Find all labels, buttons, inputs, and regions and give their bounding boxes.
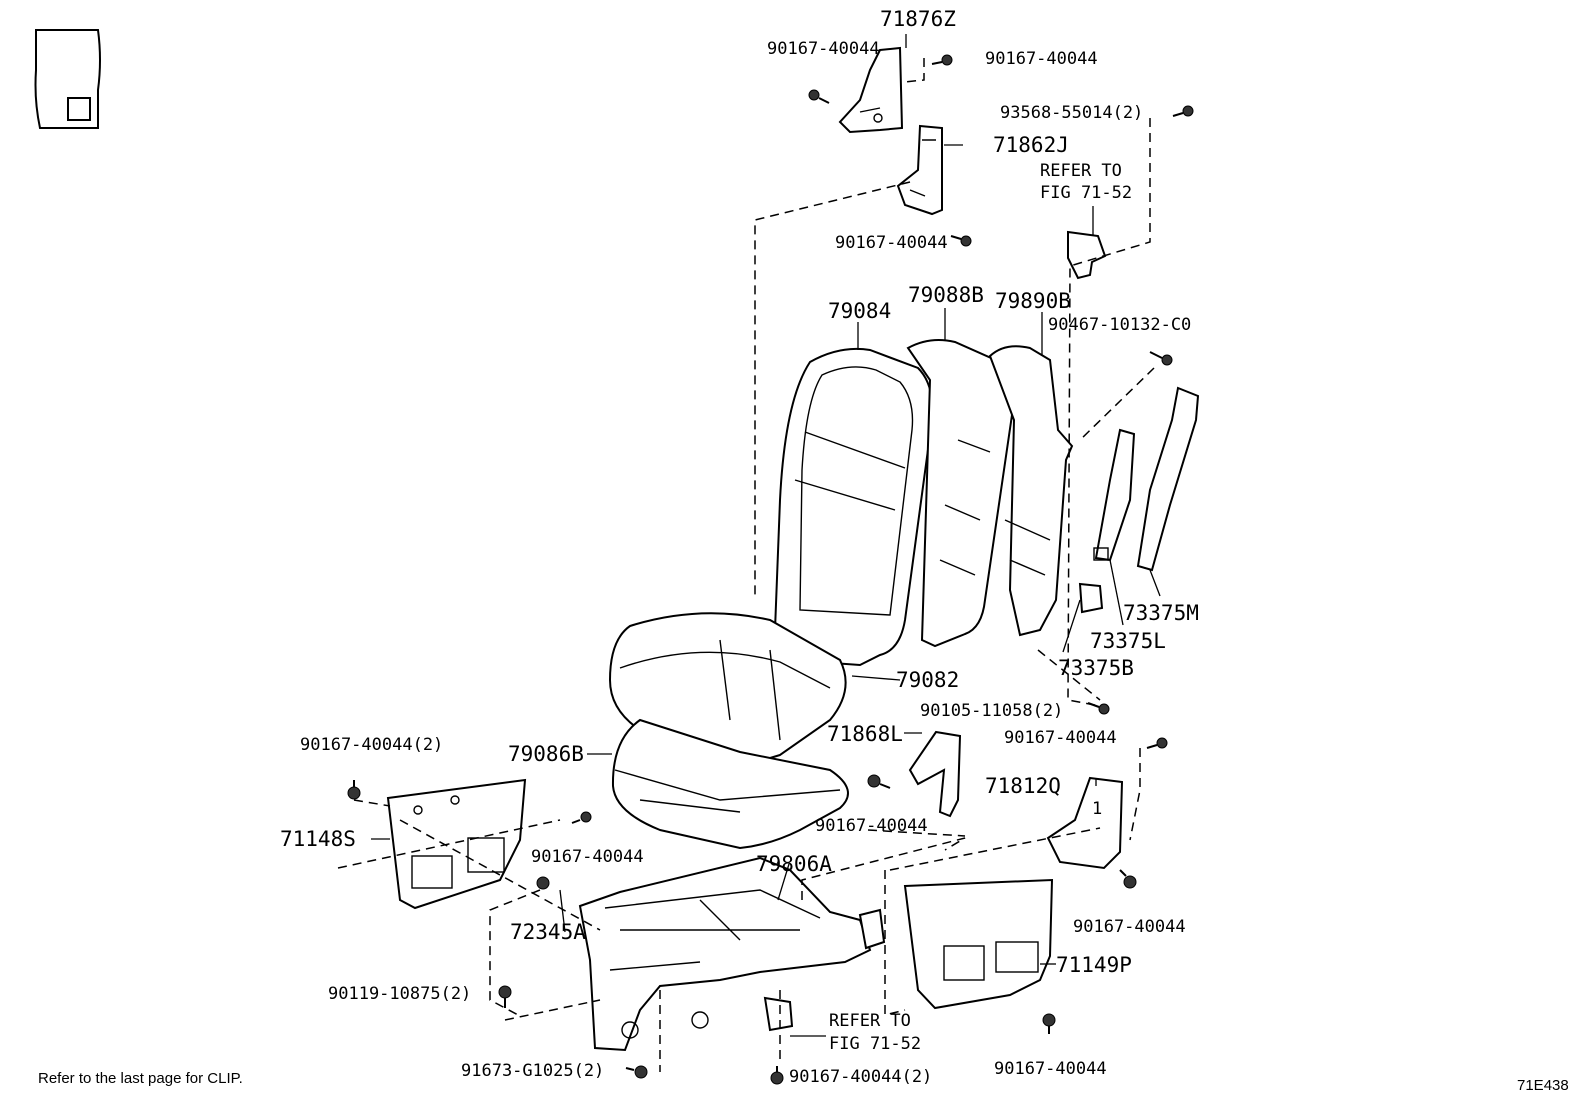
- bolt-icon: [1042, 1013, 1056, 1034]
- part-71148S-side-panel: [386, 778, 527, 910]
- label-90167-40044: 90167-40044: [767, 39, 880, 59]
- part-71868L-bracket: [908, 730, 962, 818]
- label-90167-40044: 90167-40044: [531, 847, 644, 867]
- label-79806A: 79806A: [756, 852, 832, 876]
- callout-number: 1: [1092, 799, 1102, 819]
- label-refer-to: REFER TO: [1040, 161, 1122, 181]
- label-73375L: 73375L: [1090, 629, 1166, 653]
- label-90167-40044-2: 90167-40044(2): [789, 1067, 932, 1087]
- label-79082: 79082: [896, 668, 959, 692]
- label-90119-10875: 90119-10875(2): [328, 984, 471, 1004]
- label-71812Q: 71812Q: [985, 774, 1061, 798]
- bolt-icon: [536, 876, 550, 890]
- label-73375M: 73375M: [1123, 601, 1199, 625]
- part-71876Z-trim: [838, 46, 904, 134]
- label-79890B: 79890B: [995, 289, 1071, 313]
- label-79084: 79084: [828, 299, 891, 323]
- part-73375L-side-trim: [1093, 428, 1136, 562]
- label-71862J: 71862J: [993, 133, 1069, 157]
- label-71868L: 71868L: [827, 722, 903, 746]
- label-79086B: 79086B: [508, 742, 584, 766]
- label-90467-10132-C0: 90467-10132-C0: [1048, 315, 1191, 335]
- bolt-icon: [498, 985, 512, 1008]
- label-fig-71-52: FIG 71-52: [1040, 183, 1132, 203]
- part-79806A-seat-frame: [578, 856, 886, 1052]
- vehicle-locator-icon: [34, 29, 101, 129]
- bolt-icon: [571, 811, 592, 824]
- bolt-icon: [867, 774, 891, 789]
- label-90167-40044: 90167-40044: [815, 816, 928, 836]
- label-72345A: 72345A: [510, 920, 586, 944]
- bolt-icon: [1146, 737, 1168, 749]
- part-73375B-clip: [1078, 582, 1104, 614]
- part-71812Q-cover: [1046, 776, 1124, 870]
- leader-lines: [371, 34, 1161, 1037]
- label-refer-to: REFER TO: [829, 1011, 911, 1031]
- belt-guide-part: [1067, 230, 1107, 280]
- label-90167-40044-2: 90167-40044(2): [300, 735, 443, 755]
- bolt-icon: [931, 54, 953, 66]
- label-90167-40044: 90167-40044: [994, 1059, 1107, 1079]
- assembly-dashed-lines: [337, 58, 1155, 1072]
- label-71148S: 71148S: [280, 827, 356, 851]
- part-79086B-cushion-pad: [611, 718, 849, 850]
- bolt-icon: [347, 780, 361, 800]
- bolt-icon: [950, 235, 972, 247]
- part-73375M-side-trim: [1136, 386, 1200, 572]
- part-71149P-side-panel: [903, 878, 1054, 1010]
- bolt-icon: [1172, 105, 1194, 117]
- label-90167-40044: 90167-40044: [835, 233, 948, 253]
- bracket-small-part: [763, 996, 794, 1032]
- label-71876Z: 71876Z: [880, 7, 956, 31]
- bolt-icon: [625, 1065, 648, 1079]
- part-71862J-bracket: [896, 124, 943, 216]
- label-fig-71-52: FIG 71-52: [829, 1034, 921, 1054]
- label-73375B: 73375B: [1058, 656, 1134, 680]
- figure-code: 71E438: [1517, 1077, 1569, 1094]
- part-79890B-seatback-frame: [988, 345, 1074, 637]
- bolt-icon: [808, 89, 830, 104]
- label-79088B: 79088B: [908, 283, 984, 307]
- part-79084-seatback-cover: [773, 347, 934, 667]
- label-90167-40044: 90167-40044: [1073, 917, 1186, 937]
- label-71149P: 71149P: [1056, 953, 1132, 977]
- label-90167-40044: 90167-40044: [1004, 728, 1117, 748]
- bolt-icon: [1119, 869, 1137, 889]
- label-90167-40044: 90167-40044: [985, 49, 1098, 69]
- bolt-icon: [1149, 351, 1173, 366]
- footer-clip-note: Refer to the last page for CLIP.: [38, 1070, 243, 1087]
- label-91673-G1025: 91673-G1025(2): [461, 1061, 604, 1081]
- label-90105-11058: 90105-11058(2): [920, 701, 1063, 721]
- bolt-icon: [770, 1066, 784, 1085]
- label-93568-55014: 93568-55014(2): [1000, 103, 1143, 123]
